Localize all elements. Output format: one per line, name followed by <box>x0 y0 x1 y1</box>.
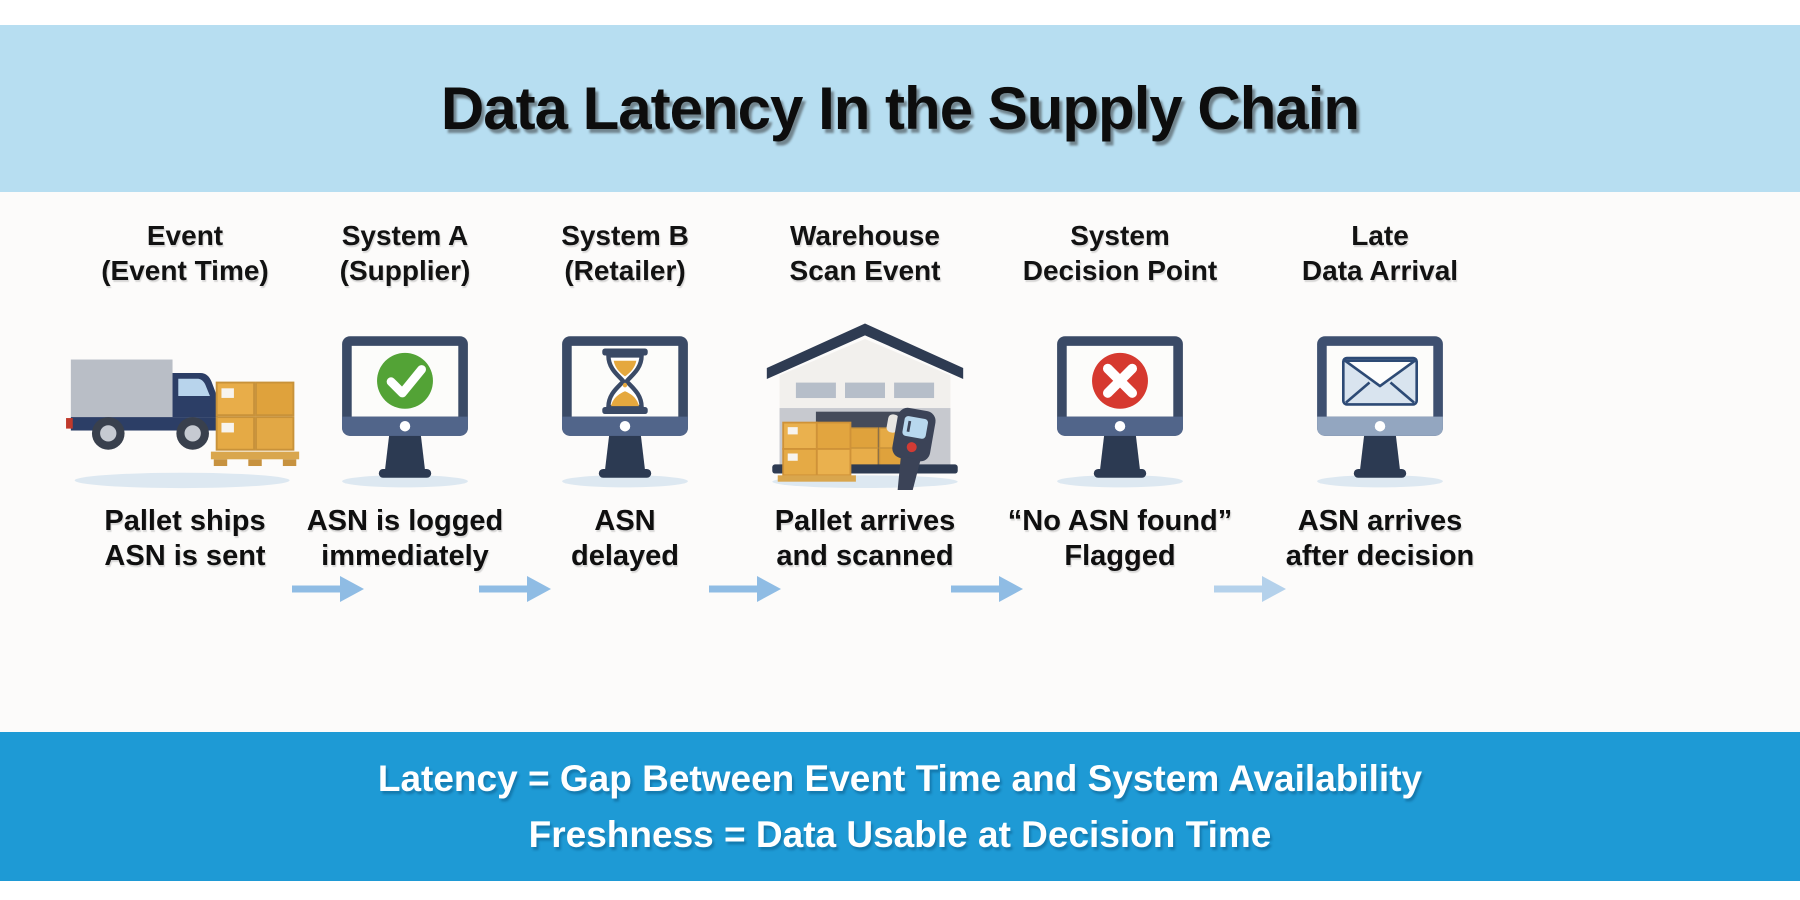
stage-event: Event (Event Time) <box>55 192 315 575</box>
stage-header: System A (Supplier) <box>340 218 471 310</box>
title-banner: Data Latency In the Supply Chain <box>0 25 1800 192</box>
stage-icon-box <box>555 310 695 490</box>
stage-late-arrival: Late Data Arrival ASN arrive <box>1245 192 1515 575</box>
stage-header-line2: Data Arrival <box>1301 255 1459 286</box>
stage-warehouse: Warehouse Scan Event <box>735 192 995 575</box>
stage-caption-line1: ASN <box>594 505 656 537</box>
stage-caption-line1: ASN is logged <box>306 505 504 537</box>
stage-caption: ASN arrives after decision <box>1286 504 1475 575</box>
stage-header-line1: System B <box>561 220 689 251</box>
stage-icon-box <box>335 310 475 490</box>
flow-arrow-icon <box>292 576 364 607</box>
definition-banner: Latency = Gap Between Event Time and Sys… <box>0 732 1800 881</box>
stage-header: System Decision Point <box>1023 218 1217 310</box>
stage-caption-line2: immediately <box>321 540 489 573</box>
stage-header-line2: Decision Point <box>1022 255 1218 286</box>
stage-header-line1: Late <box>1351 220 1409 251</box>
stage-caption-line2: and scanned <box>776 540 954 573</box>
stage-header-line2: (Retailer) <box>564 255 686 286</box>
flow-arrow-icon <box>951 576 1023 607</box>
stage-icon-box <box>765 310 965 490</box>
stage-caption-line2: ASN is sent <box>104 540 266 573</box>
stage-caption: ASN delayed <box>571 504 679 575</box>
flow-arrow-icon <box>709 576 781 607</box>
stage-header-line1: System <box>1070 220 1170 251</box>
monitor-check-icon <box>342 336 468 488</box>
stage-header-line2: Scan Event <box>789 255 941 286</box>
stage-icon-box <box>1310 310 1450 490</box>
stage-header: Event (Event Time) <box>101 218 269 310</box>
stage-header: Warehouse Scan Event <box>790 218 941 310</box>
flow-arrow-icon <box>479 576 551 607</box>
stage-caption-line1: Pallet arrives <box>774 505 956 537</box>
stage-caption-line2: after decision <box>1285 540 1475 573</box>
stage-system-a: System A (Supplier) ASN is logged <box>285 192 525 575</box>
stage-header-line1: Event <box>146 220 224 251</box>
barcode-scanner-icon <box>886 407 936 490</box>
stage-header: System B (Retailer) <box>561 218 689 310</box>
freshness-definition: Freshness = Data Usable at Decision Time <box>528 813 1272 855</box>
stage-caption: “No ASN found” Flagged <box>1008 504 1232 575</box>
monitor-error-icon <box>1057 336 1183 488</box>
stage-header-line1: System A <box>341 220 469 251</box>
stage-system-b: System B (Retailer) <box>505 192 745 575</box>
stage-caption-line1: “No ASN found” <box>1007 505 1233 537</box>
stage-header: Late Data Arrival <box>1302 218 1458 310</box>
stage-caption-line1: ASN arrives <box>1297 505 1463 537</box>
stage-icon-box <box>65 310 305 490</box>
latency-definition: Latency = Gap Between Event Time and Sys… <box>377 758 1423 799</box>
monitor-mail-icon <box>1317 336 1443 488</box>
stage-caption: Pallet ships ASN is sent <box>104 504 265 575</box>
stage-header-line2: (Event Time) <box>101 255 269 286</box>
stage-caption-line1: Pallet ships <box>104 505 266 537</box>
warehouse-scanner-icon <box>766 323 964 490</box>
stage-decision-point: System Decision Point “No ASN found” <box>975 192 1265 575</box>
stage-header-line1: Warehouse <box>790 220 940 251</box>
flow-diagram: Event (Event Time) <box>0 192 1800 732</box>
stage-caption-line2: Flagged <box>1064 540 1176 573</box>
stage-caption-line2: delayed <box>571 540 679 573</box>
monitor-hourglass-icon <box>562 336 688 488</box>
stage-caption: ASN is logged immediately <box>307 504 504 575</box>
stage-caption: Pallet arrives and scanned <box>775 504 956 575</box>
page-title: Data Latency In the Supply Chain <box>440 75 1360 142</box>
stage-header-line2: (Supplier) <box>339 255 471 286</box>
flow-arrow-icon <box>1214 576 1286 607</box>
stage-icon-box <box>1050 310 1190 490</box>
truck-pallet-icon <box>66 359 300 489</box>
